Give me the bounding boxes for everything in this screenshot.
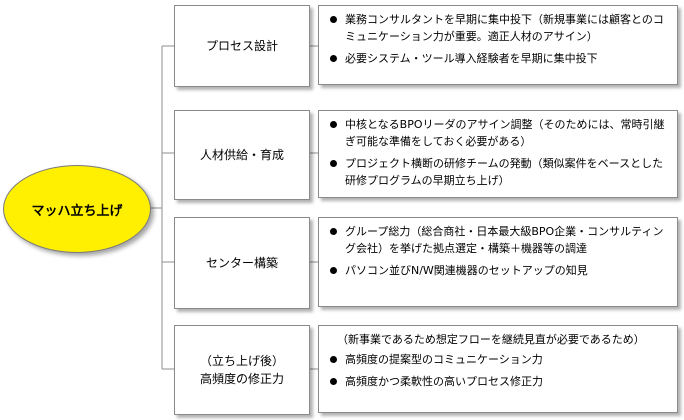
- bullet-item: 高頻度かつ柔軟性の高いプロセス修正力: [327, 373, 671, 390]
- category-box-2: 人材供給・育成: [174, 110, 310, 200]
- category-box-4: （立ち上げ後） 高頻度の修正力: [174, 325, 310, 415]
- category-label-4a: （立ち上げ後）: [199, 354, 284, 368]
- detail-lead-text: （新事業であるため想定フローを継続見直が必要であるため）: [337, 333, 645, 346]
- category-box-3: センター構築: [174, 217, 310, 309]
- bullet-item: パソコン並びN/W関連機器のセットアップの知見: [327, 262, 671, 279]
- category-label-3: センター構築: [205, 256, 278, 270]
- bullet-item: 高頻度の提案型のコミュニケーション力: [327, 351, 671, 368]
- bullet-list-3: グループ総力（総合商社・日本最大級BPO企業・コンサルティング会社）を挙げた拠点…: [327, 223, 671, 279]
- root-label: マッハ立ち上げ: [31, 203, 123, 219]
- category-label-1: プロセス設計: [205, 39, 278, 53]
- bullet-item: 業務コンサルタントを早期に集中投下（新規事業には顧客とのコミュニケーション力が重…: [327, 11, 671, 45]
- detail-box-3: グループ総力（総合商社・日本最大級BPO企業・コンサルティング会社）を挙げた拠点…: [318, 217, 678, 307]
- bullet-item: 中核となるBPOリーダのアサイン調整（そのためには、常時引継ぎ可能な準備をしてお…: [327, 116, 671, 150]
- detail-box-4: （新事業であるため想定フローを継続見直が必要であるため） 高頻度の提案型のコミュ…: [318, 325, 678, 413]
- bullet-item: グループ総力（総合商社・日本最大級BPO企業・コンサルティング会社）を挙げた拠点…: [327, 223, 671, 257]
- detail-box-2: 中核となるBPOリーダのアサイン調整（そのためには、常時引継ぎ可能な準備をしてお…: [318, 110, 678, 198]
- category-label-2: 人材供給・育成: [199, 148, 284, 162]
- bullet-list-2: 中核となるBPOリーダのアサイン調整（そのためには、常時引継ぎ可能な準備をしてお…: [327, 116, 671, 189]
- bullet-item: 必要システム・ツール導入経験者を早期に集中投下: [327, 50, 671, 67]
- category-label-4b: 高頻度の修正力: [199, 372, 284, 386]
- bullet-list-4: 高頻度の提案型のコミュニケーション力 高頻度かつ柔軟性の高いプロセス修正力: [327, 351, 671, 390]
- root-node: マッハ立ち上げ: [3, 165, 151, 253]
- bullet-list-1: 業務コンサルタントを早期に集中投下（新規事業には顧客とのコミュニケーション力が重…: [327, 11, 671, 67]
- detail-box-1: 業務コンサルタントを早期に集中投下（新規事業には顧客とのコミュニケーション力が重…: [318, 5, 678, 85]
- bullet-item: プロジェクト横断の研修チームの発動（類似案件をベースとした研修プログラムの早期立…: [327, 155, 671, 189]
- category-box-1: プロセス設計: [174, 5, 310, 87]
